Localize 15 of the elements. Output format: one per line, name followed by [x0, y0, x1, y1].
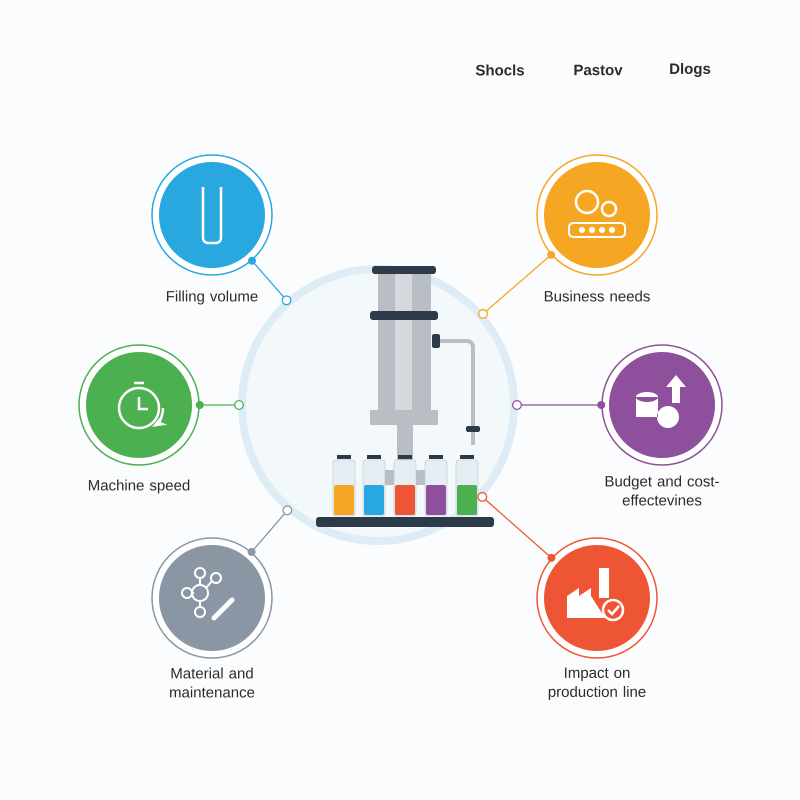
connector-line [196, 400, 244, 410]
connector-line [512, 400, 606, 410]
connector-line [478, 250, 556, 319]
nav-link: Dlogs [670, 62, 710, 78]
nav-link: Shocls [476, 64, 524, 76]
node-label: Impact on production line [548, 668, 646, 700]
node-label: Material and maintenance [170, 668, 254, 698]
nav-link: Pastov [574, 64, 623, 76]
connector-line [248, 256, 292, 306]
node-label: Business needs [544, 290, 650, 302]
connector-line [477, 492, 556, 562]
connector-line [248, 505, 292, 556]
node-label: Budget and cost-effectevines [606, 476, 719, 506]
node-label: Machine speed [88, 480, 190, 494]
node-label: Filling volume [166, 290, 258, 304]
